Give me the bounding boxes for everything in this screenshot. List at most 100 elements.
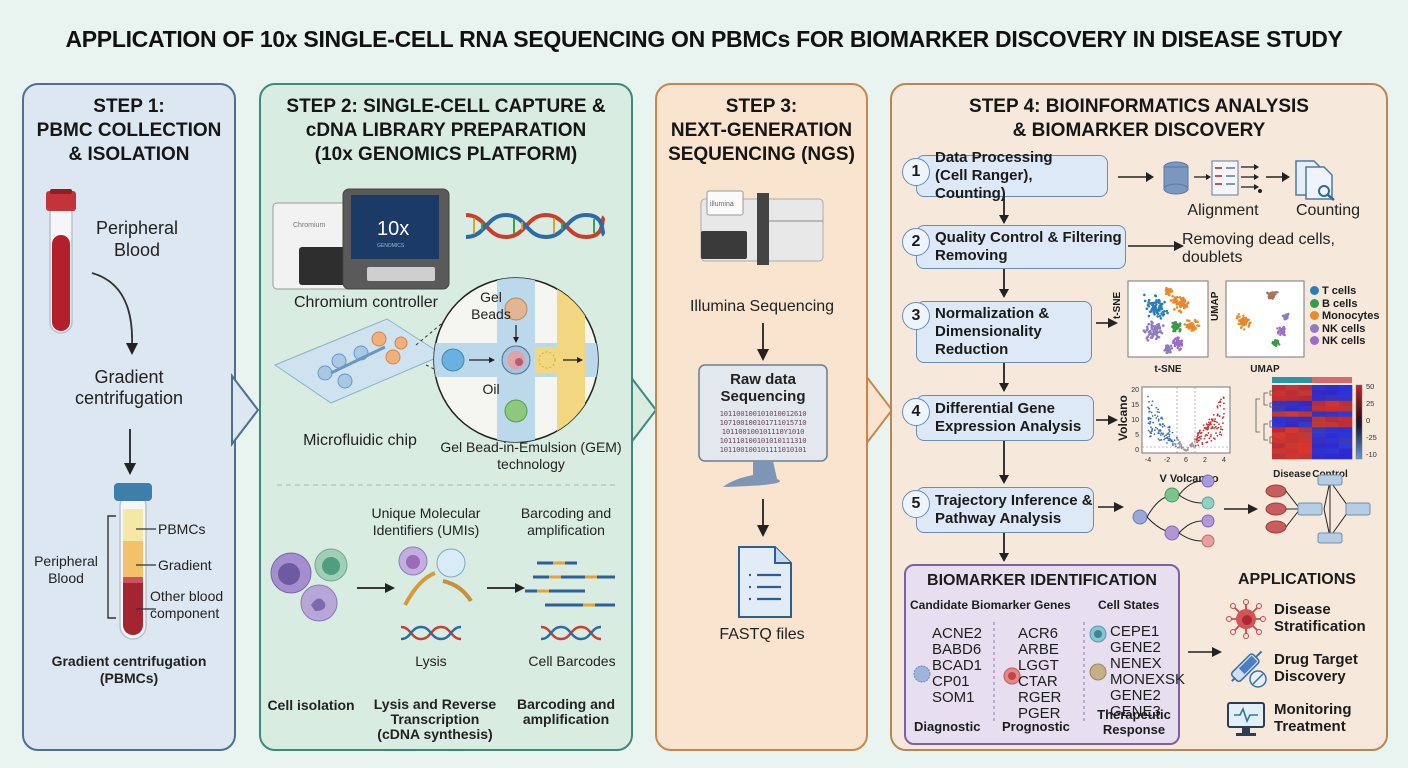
heatmap-cell xyxy=(1298,411,1313,418)
down-arrow-icon xyxy=(757,499,769,537)
umap-point xyxy=(1243,316,1246,320)
umap-point xyxy=(1283,317,1286,321)
heatmap-cell xyxy=(1285,453,1299,460)
volcano-point xyxy=(1222,397,1225,399)
heatmap-cell xyxy=(1325,432,1339,439)
volcano-point xyxy=(1210,439,1213,442)
monitor-heartbeat-icon xyxy=(1227,702,1265,736)
application-drug-target: Drug Target Discovery xyxy=(1274,651,1358,685)
volcano-point xyxy=(1148,422,1151,425)
volcano-ytick: 5 xyxy=(1135,432,1139,439)
volcano-xtick: 6 xyxy=(1184,457,1188,464)
heatmap-cell xyxy=(1338,390,1353,396)
tsne-point xyxy=(1197,324,1201,328)
volcano-point xyxy=(1157,418,1160,421)
volcano-point xyxy=(1150,411,1153,414)
tsne-point xyxy=(1183,305,1187,308)
umap-point xyxy=(1239,320,1242,323)
legend-swatch xyxy=(1310,323,1319,333)
volcano-point xyxy=(1180,447,1183,450)
step-box-data-processing[interactable]: Data Processing (Cell Ranger), Counting) xyxy=(916,149,1108,202)
tsne-point xyxy=(1180,302,1183,306)
volcano-point xyxy=(1172,444,1174,447)
heatmap-cell xyxy=(1338,395,1353,402)
legend-item: NK cells xyxy=(1310,323,1365,335)
heatmap-cell xyxy=(1325,422,1339,428)
volcano-point xyxy=(1214,425,1217,428)
volcano-point xyxy=(1222,422,1224,425)
heatmap-cell xyxy=(1298,395,1313,402)
step-box-normalization[interactable]: Normalization & Dimensionality Reduction xyxy=(916,301,1092,363)
heatmap-cell xyxy=(1285,422,1299,428)
volcano-point xyxy=(1191,443,1194,446)
heatmap-cell xyxy=(1285,427,1299,433)
fastq-files-label: FASTQ files xyxy=(719,626,805,643)
heatmap-cell xyxy=(1298,406,1313,412)
gem-droplet-diagram xyxy=(433,277,599,443)
volcano-xtick: -2 xyxy=(1164,457,1170,464)
monitor-icon xyxy=(698,364,828,487)
umap-point xyxy=(1272,294,1275,297)
blood-tube-icon xyxy=(46,189,76,334)
tsne-point xyxy=(1161,324,1165,327)
heatmap-group-disease: Disease xyxy=(1273,469,1311,480)
step-box-trajectory[interactable]: Trajectory Inference & Pathway Analysis xyxy=(916,487,1094,533)
volcano-point xyxy=(1202,424,1205,427)
umap-point xyxy=(1270,295,1273,299)
tsne-point xyxy=(1160,302,1164,306)
volcano-point xyxy=(1222,416,1225,418)
tsne-point xyxy=(1175,306,1179,309)
umi-label: Unique Molecular Identifiers (UMIs) xyxy=(371,505,481,538)
tsne-point xyxy=(1159,317,1163,320)
svg-text:10x: 10x xyxy=(377,218,409,240)
heatmap-scale-tick: -25 xyxy=(1366,433,1377,442)
barcoding-top-label: Barcoding and amplification xyxy=(520,505,612,538)
curved-arrow-icon xyxy=(91,272,138,355)
umap-point xyxy=(1243,321,1246,325)
volcano-point xyxy=(1147,418,1150,421)
tsne-point xyxy=(1172,301,1175,304)
volcano-point xyxy=(1196,441,1198,443)
tsne-point xyxy=(1178,300,1182,304)
tsne-point xyxy=(1152,311,1156,314)
microfluidic-chip-icon xyxy=(273,318,445,404)
tsne-point xyxy=(1193,318,1197,322)
umap-point xyxy=(1241,319,1244,323)
volcano-point xyxy=(1167,426,1169,429)
tsne-point xyxy=(1147,298,1151,302)
heatmap-cell xyxy=(1338,406,1353,412)
volcano-point xyxy=(1223,412,1225,415)
umap-point xyxy=(1267,294,1270,298)
volcano-point xyxy=(1178,443,1181,446)
volcano-point xyxy=(1196,432,1199,435)
prognostic-label: Prognostic xyxy=(1002,719,1070,734)
heatmap-scale-tick: -10 xyxy=(1366,450,1377,459)
volcano-point xyxy=(1210,418,1213,421)
volcano-point xyxy=(1163,438,1165,441)
tsne-point xyxy=(1149,330,1152,334)
heatmap-cell xyxy=(1325,411,1339,418)
tsne-point xyxy=(1143,299,1147,303)
volcano-point xyxy=(1157,408,1159,411)
volcano-point xyxy=(1161,433,1164,436)
syringe-icon xyxy=(1230,650,1267,688)
chromium-brand-text: Chromium xyxy=(293,222,325,229)
step-box-quality-control[interactable]: Quality Control & Filtering Removing xyxy=(916,225,1126,269)
tsne-point xyxy=(1154,303,1158,306)
bracket-label: Peripheral Blood xyxy=(34,553,98,586)
umap-label: UMAP xyxy=(1250,364,1280,375)
volcano-point xyxy=(1171,440,1174,443)
heatmap-cell xyxy=(1325,443,1339,449)
volcano-point xyxy=(1196,434,1199,437)
tsne-point xyxy=(1163,349,1167,352)
heatmap-cell xyxy=(1338,385,1353,391)
tsne-point xyxy=(1156,312,1160,316)
volcano-point xyxy=(1217,401,1220,404)
alignment-label: Alignment xyxy=(1187,202,1259,219)
volcano-point xyxy=(1193,438,1196,441)
umap-point xyxy=(1276,332,1280,335)
heatmap-cell xyxy=(1312,400,1326,407)
volcano-point xyxy=(1150,432,1152,435)
volcano-point xyxy=(1147,429,1150,432)
volcano-point xyxy=(1214,418,1217,420)
